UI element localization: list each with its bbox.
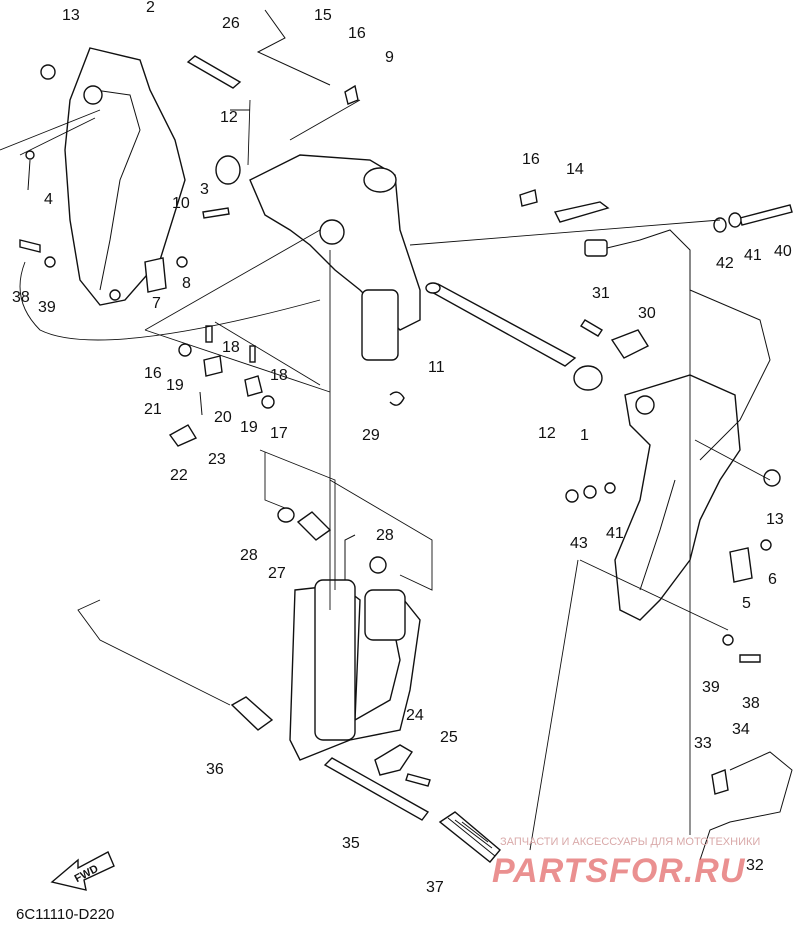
callout-41: 41 [606,525,624,542]
callout-12: 12 [220,109,238,126]
callout-14: 14 [566,161,584,178]
bolt-40 [739,204,793,226]
pin [186,55,242,89]
callout-8: 8 [182,275,191,292]
callout-19: 19 [240,419,258,436]
diagram-code: 6C11110-D220 [16,906,115,923]
callout-28: 28 [376,527,394,544]
clamp-bracket-right [614,374,741,621]
callout-18: 18 [270,367,288,384]
watermark-logo: PARTSFOR.RU [492,852,746,890]
callout-16: 16 [348,25,366,42]
callout-39: 39 [702,679,720,696]
callout-15: 15 [314,7,332,24]
callout-36: 36 [206,761,224,778]
callout-7: 7 [152,295,161,312]
callout-41: 41 [744,247,762,264]
bushing-12-right [573,365,603,391]
callout-19: 19 [166,377,184,394]
sensor-14 [553,201,610,223]
callout-4: 4 [44,191,53,208]
hose-34 [699,751,793,861]
callout-23: 23 [208,451,226,468]
callout-38: 38 [742,695,760,712]
callout-21: 21 [144,401,162,418]
callout-43: 43 [570,535,588,552]
callout-35: 35 [342,835,360,852]
callout-1: 1 [580,427,589,444]
callout-22: 22 [170,467,188,484]
grip-37 [438,811,501,863]
callout-27: 27 [268,565,286,582]
callout-37: 37 [426,879,444,896]
callout-6: 6 [768,571,777,588]
callout-28: 28 [240,547,258,564]
callout-42: 42 [716,255,734,272]
callout-30: 30 [638,305,656,322]
switch-30 [610,329,650,359]
collar-27 [296,511,332,541]
callout-13: 13 [766,511,784,528]
swivel-shaft [426,283,577,367]
callout-17: 17 [270,425,288,442]
callout-13: 13 [62,7,80,24]
bushing-12-top [215,155,241,185]
callout-29: 29 [362,427,380,444]
callout-9: 9 [385,49,394,66]
callout-33: 33 [694,735,712,752]
tilt-lever [256,9,331,86]
callout-38: 38 [12,289,30,306]
callout-11: 11 [428,359,445,376]
callout-3: 3 [200,181,209,198]
callout-26: 26 [222,15,240,32]
callout-40: 40 [774,243,792,260]
nut-13-right [763,469,781,487]
callout-5: 5 [742,595,751,612]
callout-18: 18 [222,339,240,356]
clamp-bracket-left [64,47,186,306]
plate-24 [374,744,413,776]
callout-32: 32 [746,857,764,874]
callout-16: 16 [522,151,540,168]
callout-34: 34 [732,721,750,738]
fwd-arrow [50,851,115,891]
bushing-36 [230,696,274,731]
callout-16: 16 [144,365,162,382]
shaft-35 [323,757,430,821]
callout-31: 31 [592,285,610,302]
callout-39: 39 [38,299,56,316]
callout-10: 10 [172,195,190,212]
callout-25: 25 [440,729,458,746]
callout-24: 24 [406,707,424,724]
nut-13-top [40,64,56,80]
callout-20: 20 [214,409,232,426]
callout-12: 12 [538,425,556,442]
callout-2: 2 [146,0,155,16]
watermark-text: ЗАПЧАСТИ И АКСЕССУАРЫ ДЛЯ МОТОТЕХНИКИ [500,836,761,848]
